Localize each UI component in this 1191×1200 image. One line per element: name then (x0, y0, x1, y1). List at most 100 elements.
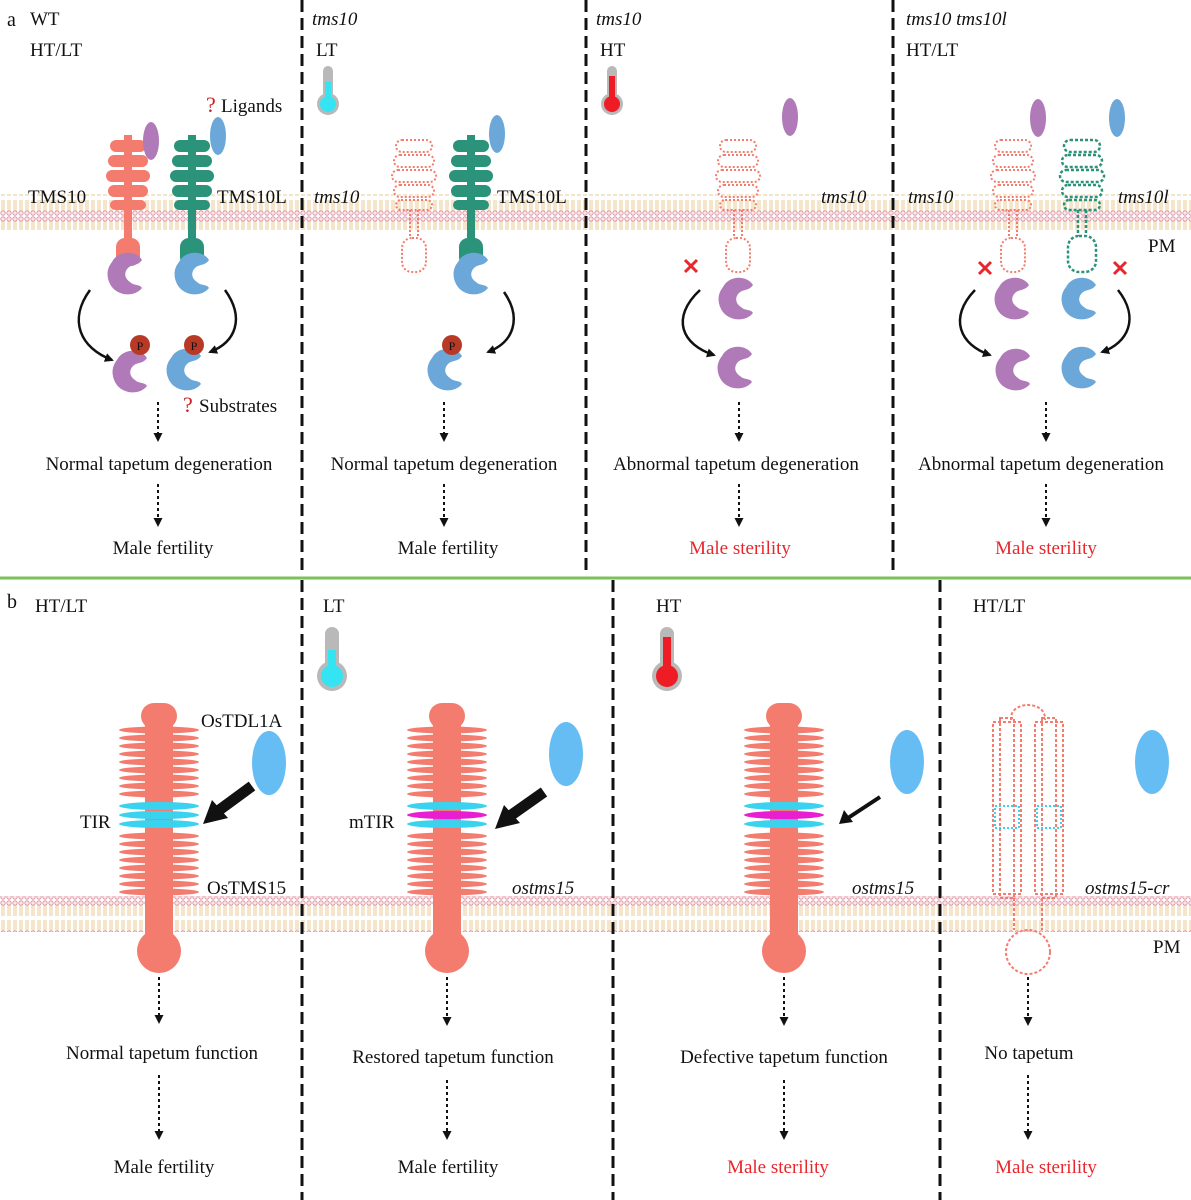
a-col2-outcome: Male fertility (398, 538, 499, 559)
b-col2-condition: LT (323, 596, 345, 617)
b-col3-effect: Defective tapetum function (680, 1047, 888, 1068)
kinase-blue (174, 252, 209, 295)
a-col4-effect: Abnormal tapetum degeneration (918, 454, 1164, 475)
a-col3-genotype: tms10 (596, 9, 642, 30)
thermometer-cold-icon (317, 627, 347, 691)
a-col1-left-protein: TMS10 (28, 187, 86, 208)
phospho-p-label: P (449, 339, 456, 353)
b-col2-effect: Restored tapetum function (352, 1047, 554, 1068)
panel-b-label: b (7, 591, 17, 613)
a-col4-genotype: tms10 tms10l (906, 9, 1007, 30)
thermometer-cold-icon (317, 66, 339, 115)
a-col3-outcome: Male sterility (689, 538, 791, 559)
binding-arrow-weak (846, 795, 882, 820)
substrate-blue (1061, 346, 1096, 389)
question-mark-ligands: ? (206, 92, 216, 117)
a-col1-outcome: Male fertility (113, 538, 214, 559)
tms10l-receptor (449, 135, 493, 266)
pm-label-a: PM (1148, 236, 1176, 257)
phospho-p-label: P (191, 339, 198, 353)
kinase-blue (453, 252, 488, 295)
plasma-membrane-b (0, 896, 1191, 932)
arrow-curved (958, 289, 992, 358)
ligand-blue (1109, 99, 1125, 137)
a-col4-outcome: Male sterility (995, 538, 1097, 559)
a-col1-effect: Normal tapetum degeneration (46, 454, 273, 475)
a-col4-right-protein: tms10l (1118, 187, 1169, 208)
b-col2-outcome: Male fertility (398, 1157, 499, 1178)
ostms15-mutant-receptor (744, 703, 824, 973)
binding-arrow-strong (214, 781, 256, 816)
mtir-label: mTIR (349, 812, 395, 833)
b-col4-protein: ostms15-cr (1085, 878, 1170, 899)
phospho-group (130, 335, 150, 355)
ligand-purple (1030, 99, 1046, 137)
ostms15-knockout-tir (994, 805, 1062, 829)
pm-label-b: PM (1153, 937, 1181, 958)
a-col4-left-protein: tms10 (908, 187, 954, 208)
b-col3-outcome: Male sterility (727, 1157, 829, 1178)
ostms15-mutant-receptor (407, 703, 487, 973)
tms10l-mutant-receptor (1058, 138, 1106, 274)
binding-arrowhead (839, 810, 853, 824)
tms10-receptor (106, 135, 150, 266)
ostdl1a-label: OsTDL1A (201, 711, 283, 732)
b-col1-condition: HT/LT (35, 596, 87, 617)
substrate-blue (427, 348, 462, 391)
kinase-purple (107, 252, 142, 295)
substrate-purple (995, 348, 1030, 391)
kinase-blue (1061, 277, 1096, 320)
ostdl1a-ligand (890, 730, 924, 794)
a-col3-effect: Abnormal tapetum degeneration (613, 454, 859, 475)
b-col4-condition: HT/LT (973, 596, 1025, 617)
block-cross-icon (683, 258, 699, 274)
b-col4-effect: No tapetum (984, 1043, 1073, 1064)
ostdl1a-ligand (549, 722, 583, 786)
substrate-purple (112, 350, 147, 393)
a-col2-effect: Normal tapetum degeneration (331, 454, 558, 475)
panel-a-label: a (7, 9, 16, 31)
ligand-purple (143, 122, 159, 160)
a-col1-right-protein: TMS10L (217, 187, 287, 208)
b-col1-effect: Normal tapetum function (66, 1043, 259, 1064)
phospho-arrow-right (208, 289, 238, 354)
kinase-purple (994, 277, 1029, 320)
phospho-arrow-right (486, 291, 515, 354)
tms10-mutant-receptor (391, 139, 437, 273)
ostms15-receptor (119, 703, 199, 973)
substrate-purple (717, 346, 752, 389)
ligand-blue (210, 117, 226, 155)
b-col2-protein: ostms15 (512, 878, 574, 899)
a-col1-condition: HT/LT (30, 40, 82, 61)
tms10l-receptor (170, 135, 214, 266)
arrow-curved (1100, 289, 1131, 354)
binding-arrow-strong (506, 787, 548, 821)
block-cross-icon (977, 260, 1128, 276)
kinase-purple (718, 277, 753, 320)
b-col3-protein: ostms15 (852, 878, 914, 899)
tir-label: TIR (80, 812, 111, 833)
b-col4-outcome: Male sterility (995, 1157, 1097, 1178)
a-col2-condition: LT (316, 40, 338, 61)
substrates-label: Substrates (199, 396, 277, 417)
tms10-mutant-receptor (715, 139, 761, 273)
phospho-arrow-left (77, 289, 114, 362)
phospho-group (184, 335, 204, 355)
ostms15-knockout-receptor (992, 704, 1064, 975)
phospho-group (442, 335, 462, 355)
a-col1-genotype: WT (30, 9, 60, 30)
a-col2-right-protein: TMS10L (497, 187, 567, 208)
ligand-blue (489, 115, 505, 153)
question-mark-substrates: ? (183, 392, 193, 417)
a-col3-condition: HT (600, 40, 626, 61)
tms10-mutant-receptor (990, 139, 1036, 273)
a-col3-right-protein: tms10 (821, 187, 867, 208)
ligands-label: Ligands (221, 96, 282, 117)
binding-arrowhead (203, 800, 228, 824)
substrate-blue (166, 348, 201, 391)
arrow-curved (681, 289, 716, 358)
b-col1-protein: OsTMS15 (207, 878, 286, 899)
b-col3-condition: HT (656, 596, 682, 617)
b-col1-outcome: Male fertility (114, 1157, 215, 1178)
